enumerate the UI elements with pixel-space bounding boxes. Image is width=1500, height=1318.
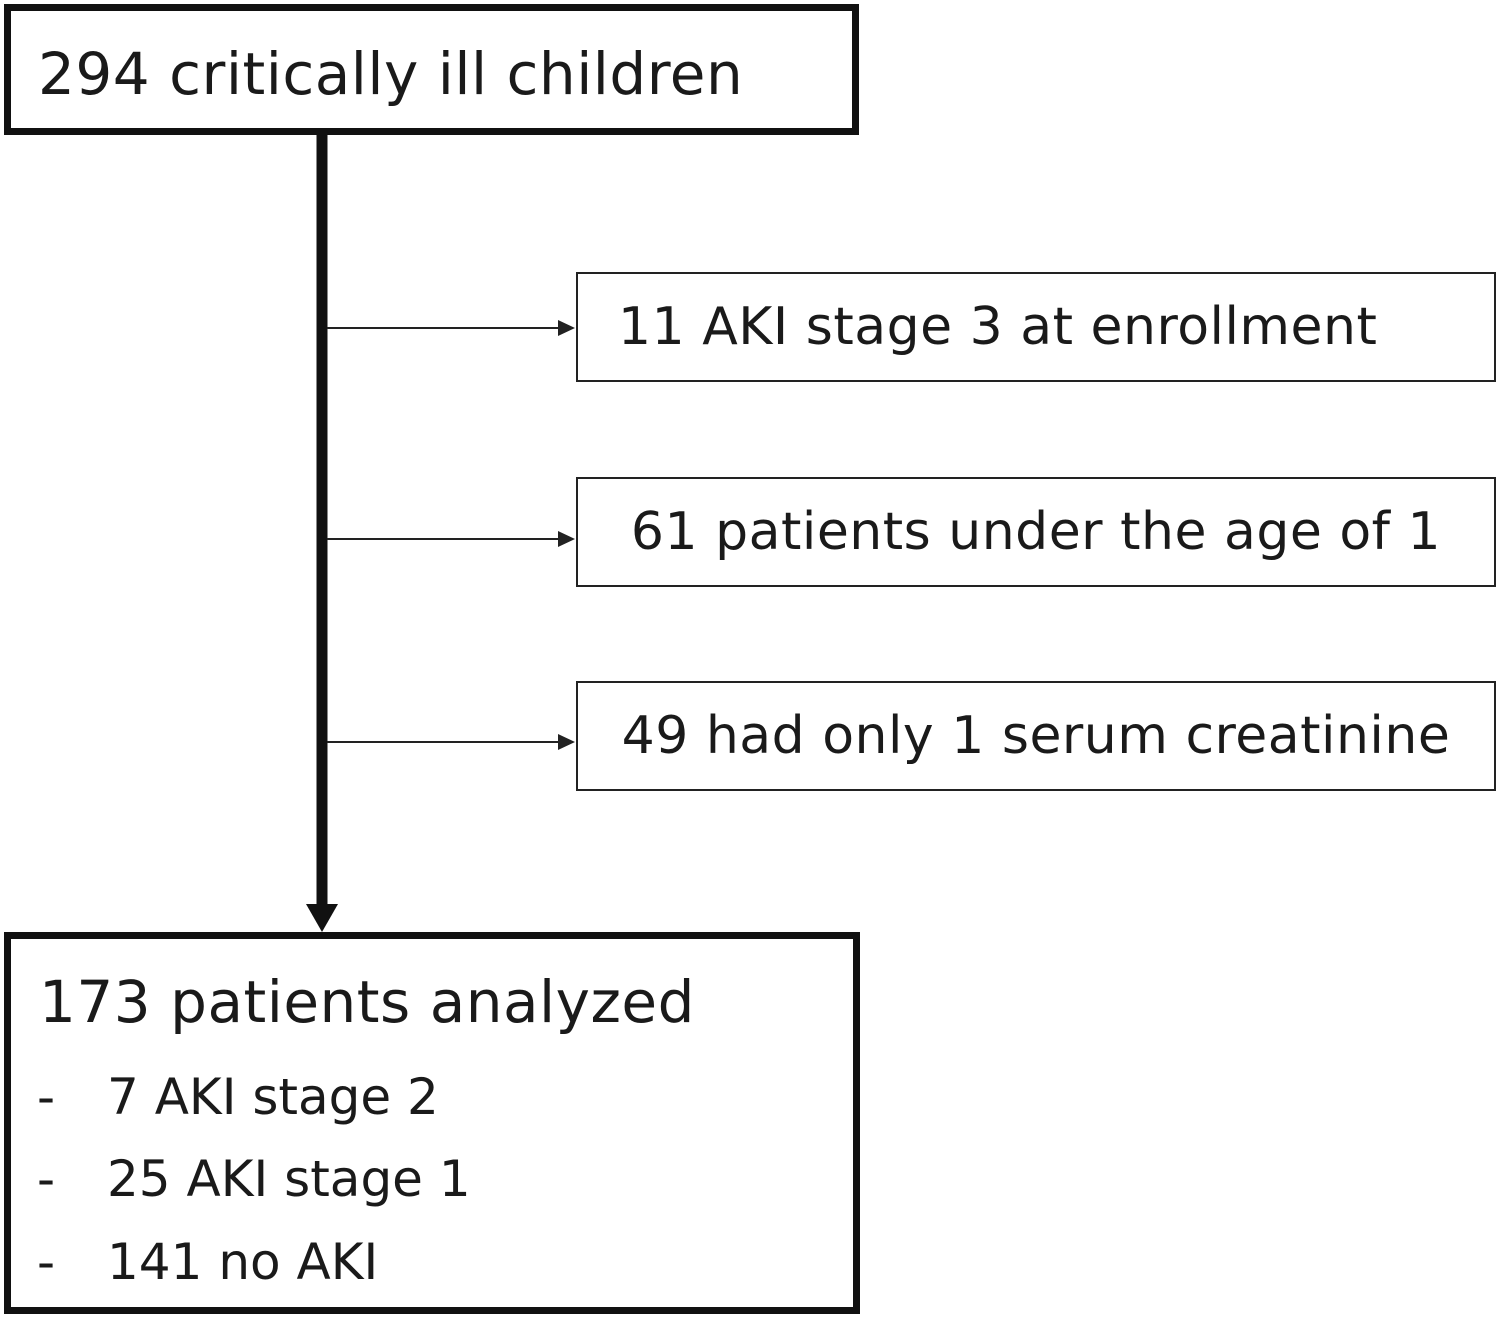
exclusion-box-single-creatinine: 49 had only 1 serum creatinine <box>576 681 1496 791</box>
exclusion-arrowhead-1 <box>558 320 575 336</box>
breakdown-text: 25 AKI stage 1 <box>107 1150 471 1208</box>
analyzed-population-title: 173 patients analyzed <box>39 968 695 1036</box>
exclusion-arrowhead-3 <box>558 734 575 750</box>
exclusion-label: 11 AKI stage 3 at enrollment <box>618 297 1378 357</box>
exclusion-box-aki-stage-3: 11 AKI stage 3 at enrollment <box>576 272 1496 382</box>
main-flow-arrowhead <box>306 904 338 932</box>
start-population-box: 294 critically ill children <box>4 4 859 135</box>
breakdown-bullet: - <box>37 1150 56 1208</box>
breakdown-bullet: - <box>37 1068 56 1126</box>
breakdown-item-no-aki: -141 no AKI <box>37 1232 378 1292</box>
breakdown-text: 141 no AKI <box>107 1233 379 1291</box>
exclusion-label: 61 patients under the age of 1 <box>630 502 1442 562</box>
exclusion-label: 49 had only 1 serum creatinine <box>621 706 1451 766</box>
breakdown-item-aki-stage-1: -25 AKI stage 1 <box>37 1149 471 1209</box>
exclusion-box-under-age-1: 61 patients under the age of 1 <box>576 477 1496 587</box>
breakdown-bullet: - <box>37 1233 56 1291</box>
exclusion-arrowhead-2 <box>558 531 575 547</box>
breakdown-text: 7 AKI stage 2 <box>107 1068 439 1126</box>
analyzed-population-box: 173 patients analyzed -7 AKI stage 2 -25… <box>4 932 860 1314</box>
start-population-label: 294 critically ill children <box>38 40 744 108</box>
breakdown-item-aki-stage-2: -7 AKI stage 2 <box>37 1067 439 1127</box>
